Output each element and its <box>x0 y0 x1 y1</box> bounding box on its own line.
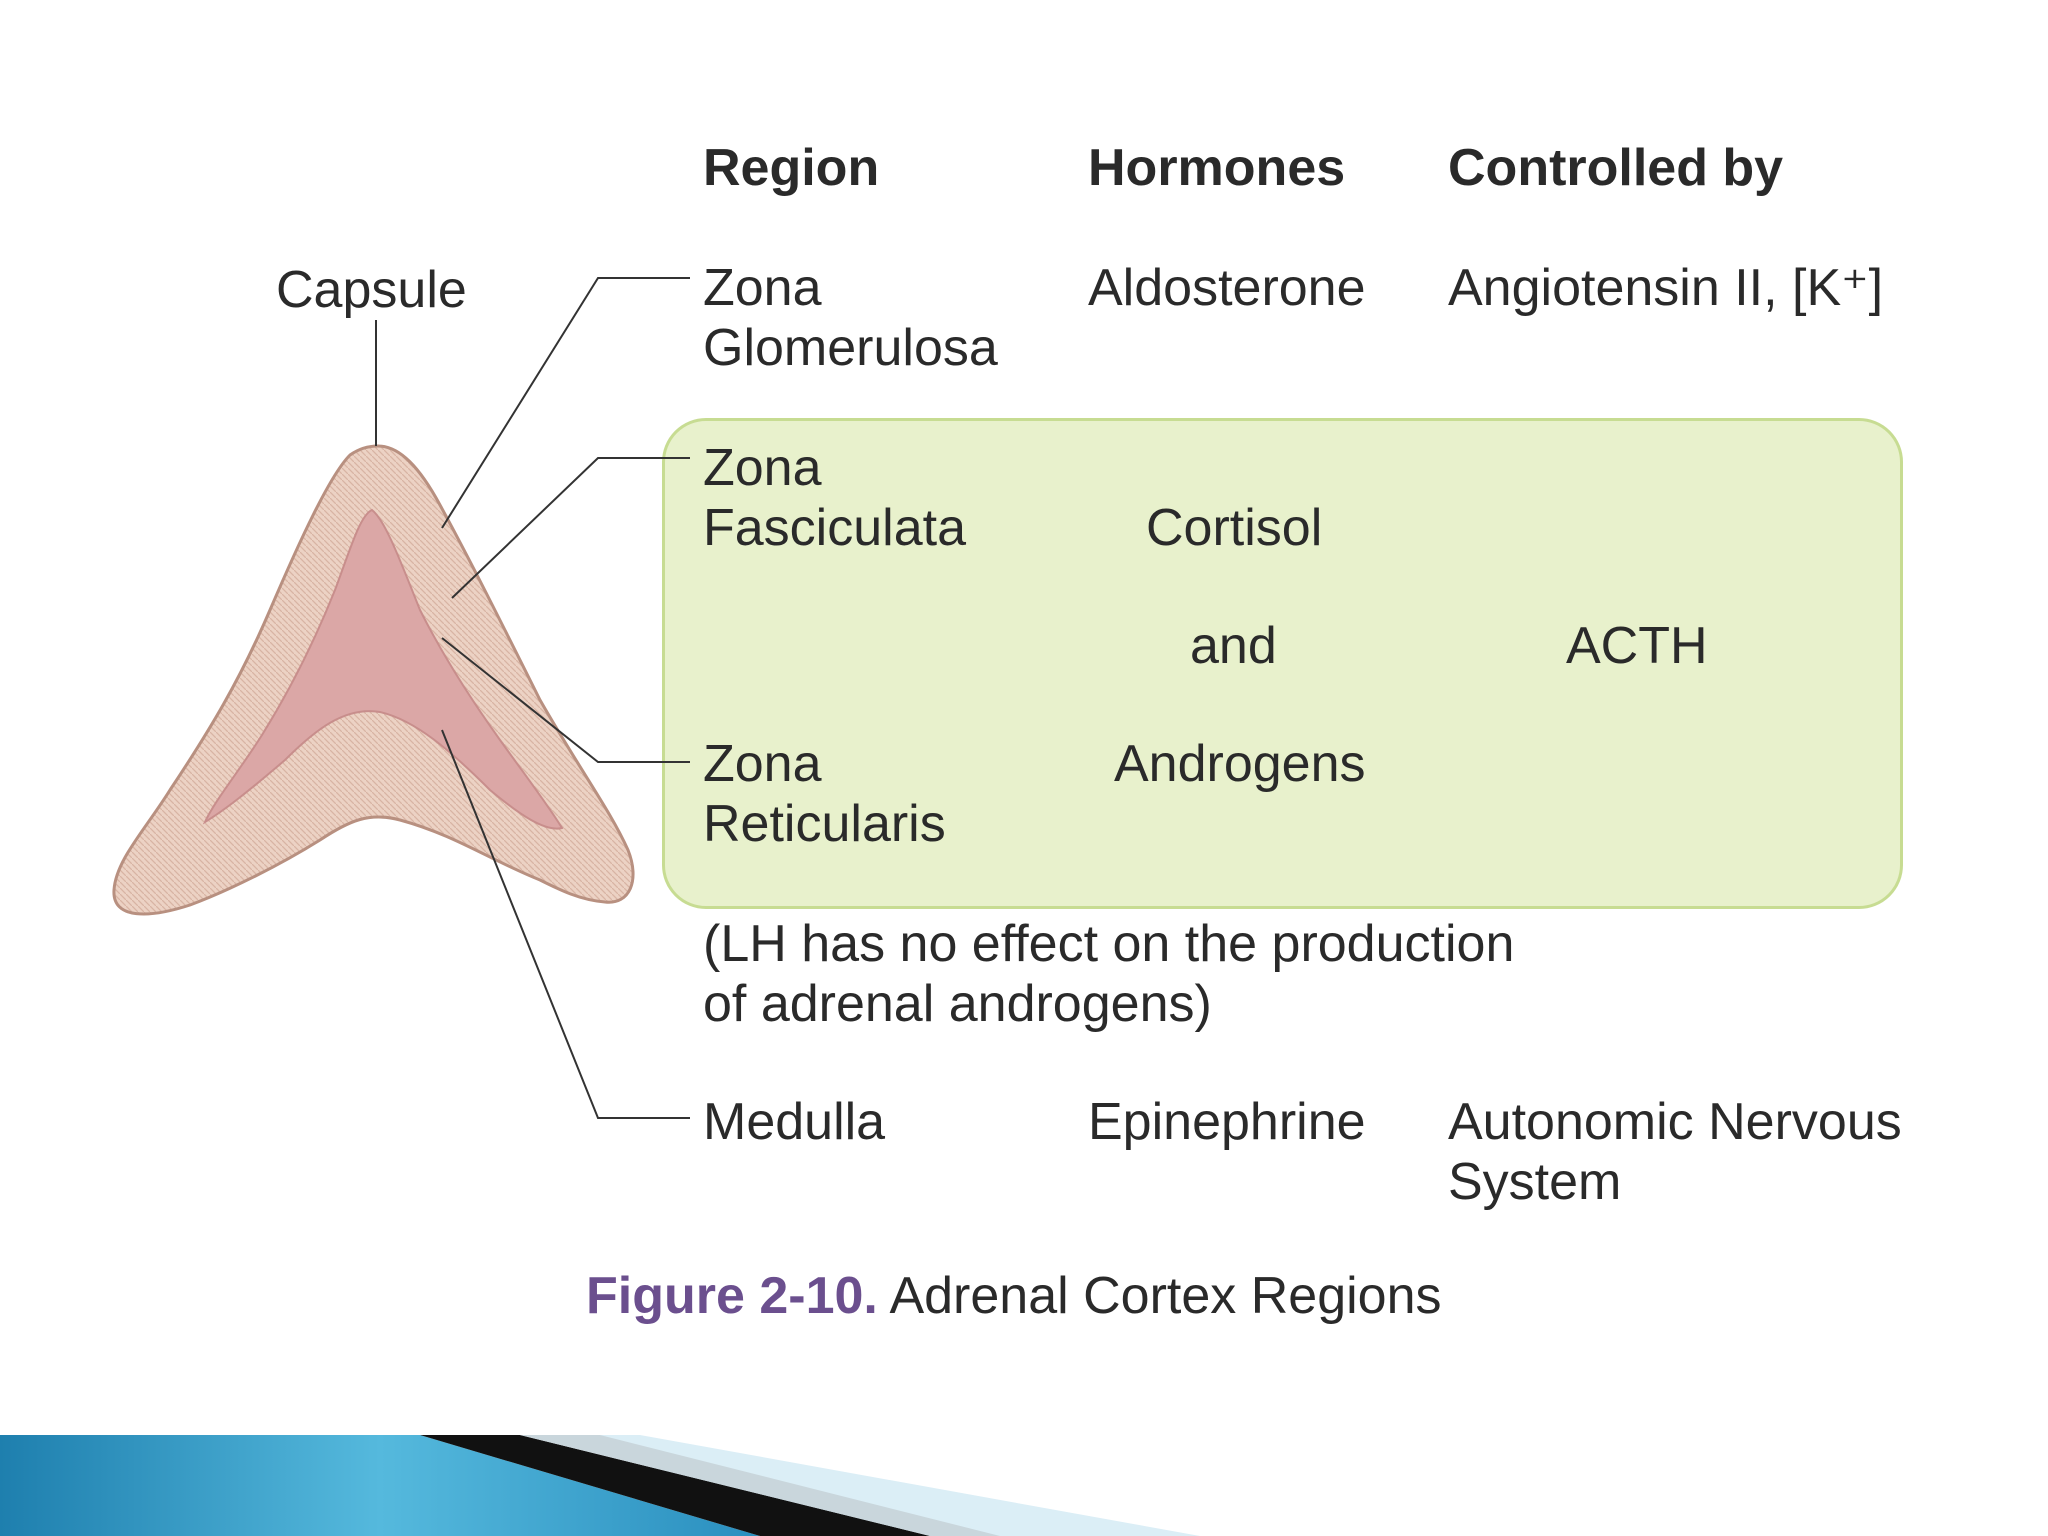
header-controlled-by: Controlled by <box>1448 139 1784 197</box>
fasciculata-hormone: Cortisol <box>1146 499 1323 557</box>
gland-medulla <box>202 508 564 830</box>
lh-note-line2: of adrenal androgens) <box>703 975 1212 1033</box>
reticularis-leader <box>441 637 690 763</box>
lh-note-line1: (LH has no effect on the production <box>703 915 1515 973</box>
fasciculata-region-line2: Fasciculata <box>703 499 966 557</box>
figure-caption-text: Adrenal Cortex Regions <box>877 1267 1442 1325</box>
figure-caption: Figure 2-10. Adrenal Cortex Regions <box>586 1266 1442 1326</box>
medulla-control-line2: System <box>1448 1153 1622 1211</box>
glomerulosa-hormone: Aldosterone <box>1088 259 1366 317</box>
capsule-label: Capsule <box>276 261 467 319</box>
and-label: and <box>1190 617 1277 675</box>
medulla-hormone: Epinephrine <box>1088 1093 1366 1151</box>
reticularis-region-line1: Zona <box>703 735 822 793</box>
glomerulosa-control: Angiotensin II, [K⁺] <box>1448 259 1884 317</box>
fasciculata-leader <box>451 457 690 599</box>
header-hormones: Hormones <box>1088 139 1346 197</box>
acth-control: ACTH <box>1566 617 1708 675</box>
reticularis-region-line2: Reticularis <box>703 795 946 853</box>
medulla-control-line1: Autonomic Nervous <box>1448 1093 1902 1151</box>
footer-blue-block <box>0 1435 760 1536</box>
fasciculata-region-line1: Zona <box>703 439 822 497</box>
medulla-region: Medulla <box>703 1093 886 1151</box>
reticularis-hormone: Androgens <box>1114 735 1366 793</box>
acth-highlight-box <box>662 418 1903 909</box>
medulla-leader <box>441 729 690 1119</box>
footer-decorative-band <box>0 1435 2048 1536</box>
footer-gray-stripe <box>520 1435 1000 1536</box>
figure-caption-label: Figure 2-10. <box>586 1267 878 1325</box>
glomerulosa-region-line1: Zona <box>703 259 822 317</box>
footer-black-stripe <box>420 1435 930 1536</box>
header-region: Region <box>703 139 880 197</box>
glomerulosa-region-line2: Glomerulosa <box>703 319 998 377</box>
glomerulosa-leader <box>441 277 690 529</box>
